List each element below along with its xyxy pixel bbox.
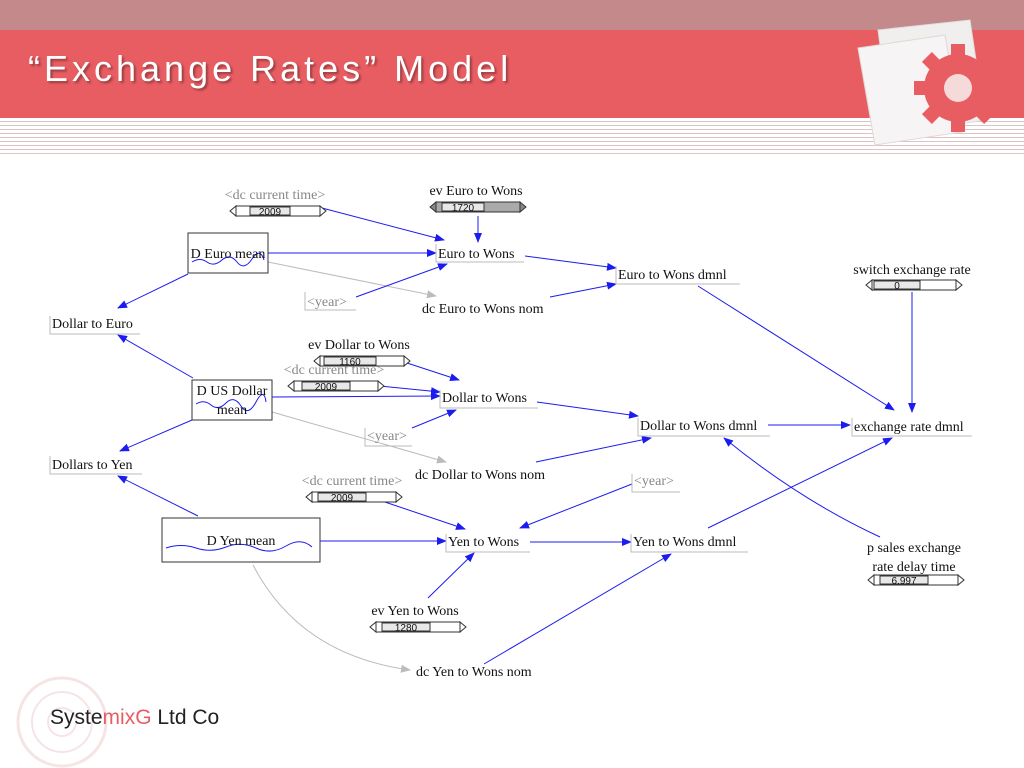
slider-ev-dollar-value: 1160 bbox=[339, 357, 361, 368]
aux-euro-to-wons-dmnl[interactable]: Euro to Wons dmnl bbox=[615, 266, 740, 285]
yen-to-wons-label: Yen to Wons bbox=[448, 535, 519, 550]
p-sales-label-2: rate delay time bbox=[872, 560, 955, 575]
dollars-to-yen-label: Dollars to Yen bbox=[52, 458, 133, 473]
dc-euro-nom-label: dc Euro to Wons nom bbox=[422, 302, 544, 317]
dc-yen-nom-label: dc Yen to Wons nom bbox=[416, 665, 532, 680]
blue-links bbox=[117, 207, 916, 665]
switch-exchange-rate-label: switch exchange rate bbox=[853, 263, 970, 278]
slide-title: “Exchange Rates” Model bbox=[28, 48, 513, 89]
slider-ev-euro[interactable]: 1720 bbox=[429, 200, 527, 214]
watermark-gear-icon bbox=[16, 676, 108, 768]
slider-switch-value: 0 bbox=[894, 281, 900, 292]
dc-dollar-nom-label: dc Dollar to Wons nom bbox=[415, 468, 545, 483]
slider-ev-euro-value: 1720 bbox=[452, 203, 475, 214]
slider-time-2-value: 2009 bbox=[315, 382, 338, 393]
stock-d-yen-mean[interactable]: D Yen mean bbox=[161, 517, 321, 563]
ev-dollar-label: ev Dollar to Wons bbox=[308, 338, 410, 353]
d-euro-mean-label: D Euro mean bbox=[191, 247, 266, 262]
p-sales-label-1: p sales exchange bbox=[867, 541, 961, 556]
slider-time-1[interactable]: 2009 bbox=[229, 204, 327, 218]
grey-links bbox=[252, 261, 447, 673]
dc-current-time-label-1: <dc current time> bbox=[225, 188, 326, 203]
yen-to-wons-dmnl-label: Yen to Wons dmnl bbox=[633, 535, 736, 550]
slider-ev-yen[interactable]: 1280 bbox=[369, 620, 467, 634]
slider-p-sales[interactable]: 6.997 bbox=[867, 573, 965, 587]
euro-to-wons-dmnl-label: Euro to Wons dmnl bbox=[618, 268, 727, 283]
aux-exchange-rate-dmnl[interactable]: exchange rate dmnl bbox=[851, 418, 972, 437]
d-us-dollar-label-1: D US Dollar bbox=[197, 384, 268, 399]
dollar-to-euro-label: Dollar to Euro bbox=[52, 317, 133, 332]
slider-ev-dollar[interactable]: 1160 bbox=[313, 354, 411, 368]
aux-dollars-to-yen[interactable]: Dollars to Yen bbox=[49, 456, 142, 475]
company-name: SystemixG Ltd Co bbox=[50, 706, 219, 730]
year-label-1: <year> bbox=[307, 295, 347, 310]
d-yen-mean-label: D Yen mean bbox=[207, 534, 276, 549]
euro-to-wons-label: Euro to Wons bbox=[438, 247, 514, 262]
slider-time-3-value: 2009 bbox=[331, 493, 354, 504]
slider-time-2[interactable]: 2009 bbox=[287, 379, 385, 393]
top-band bbox=[0, 0, 1024, 30]
slider-switch[interactable]: 0 bbox=[865, 278, 963, 292]
slider-ev-yen-value: 1280 bbox=[395, 623, 418, 634]
ev-yen-label: ev Yen to Wons bbox=[371, 604, 458, 619]
company-prefix: Syste bbox=[50, 706, 103, 729]
header-stripes bbox=[0, 118, 1024, 154]
gear-logo-icon bbox=[857, 19, 1002, 146]
stock-d-euro-mean[interactable]: D Euro mean bbox=[187, 232, 269, 274]
exchange-rate-dmnl-label: exchange rate dmnl bbox=[854, 420, 964, 435]
stock-d-us-dollar-mean[interactable]: D US Dollar mean bbox=[191, 379, 273, 421]
slider-time-1-value: 2009 bbox=[259, 207, 282, 218]
d-us-dollar-label-2: mean bbox=[217, 403, 247, 418]
dollar-to-wons-dmnl-label: Dollar to Wons dmnl bbox=[640, 419, 757, 434]
aux-dollar-to-wons-dmnl[interactable]: Dollar to Wons dmnl bbox=[637, 418, 770, 437]
year-label-3: <year> bbox=[634, 474, 674, 489]
ev-euro-label: ev Euro to Wons bbox=[429, 184, 522, 199]
company-mix: mixG bbox=[102, 706, 152, 729]
aux-dollar-to-euro[interactable]: Dollar to Euro bbox=[49, 316, 140, 335]
aux-yen-to-wons[interactable]: Yen to Wons bbox=[445, 534, 530, 553]
company-suffix: Ltd Co bbox=[151, 706, 220, 729]
aux-euro-to-wons[interactable]: Euro to Wons bbox=[435, 244, 524, 263]
dollar-to-wons-label: Dollar to Wons bbox=[442, 391, 527, 406]
aux-yen-to-wons-dmnl[interactable]: Yen to Wons dmnl bbox=[630, 534, 748, 553]
aux-dollar-to-wons[interactable]: Dollar to Wons bbox=[439, 390, 538, 409]
slider-time-3[interactable]: 2009 bbox=[305, 490, 403, 504]
title-header bbox=[0, 30, 1024, 118]
year-label-2: <year> bbox=[367, 429, 407, 444]
shadow-year-1[interactable]: <year> bbox=[304, 292, 356, 311]
shadow-year-3[interactable]: <year> bbox=[631, 474, 680, 493]
dc-current-time-label-3: <dc current time> bbox=[302, 474, 403, 489]
shadow-year-2[interactable]: <year> bbox=[364, 428, 412, 447]
slider-p-sales-value: 6.997 bbox=[891, 576, 916, 587]
dc-current-time-label-2: <dc current time> bbox=[284, 363, 385, 378]
